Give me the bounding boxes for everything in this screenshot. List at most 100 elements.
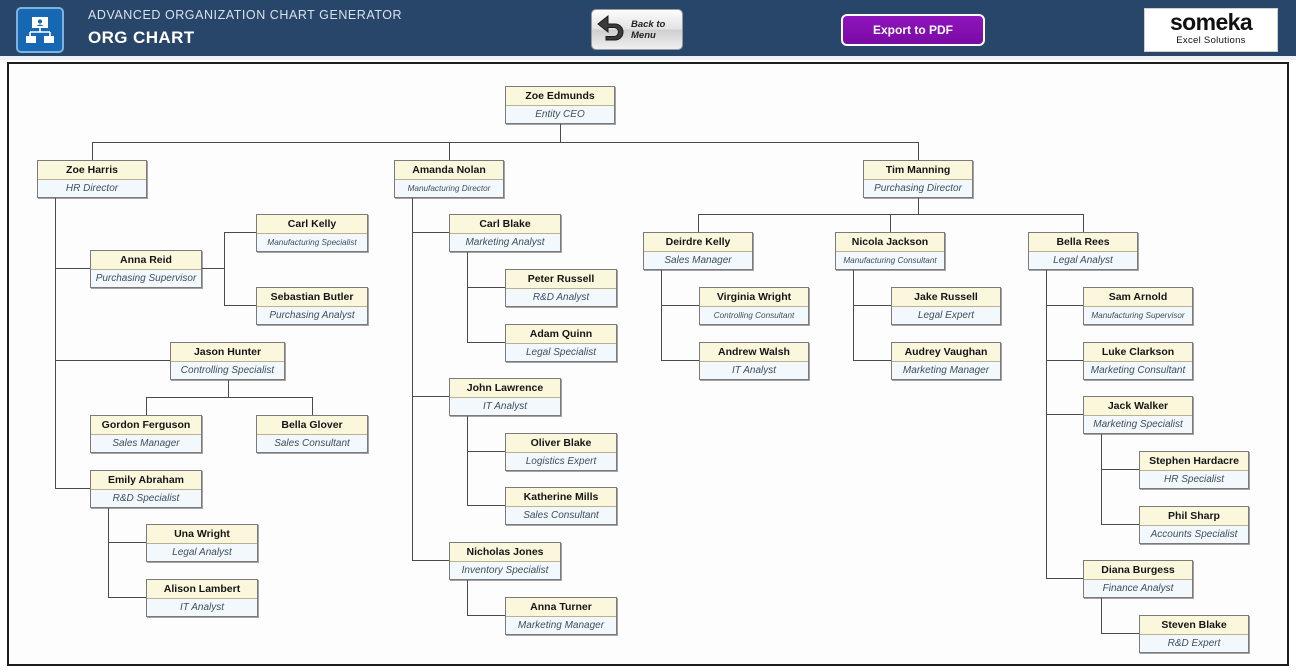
org-node-name: Adam Quinn	[506, 325, 616, 344]
connector-line	[853, 268, 854, 360]
org-node-title: Manufacturing Specialist	[257, 234, 367, 251]
connector-line	[698, 214, 699, 232]
org-node-title: Manufacturing Director	[395, 180, 503, 197]
connector-line	[412, 232, 449, 233]
connector-line	[467, 414, 468, 505]
connector-line	[1101, 432, 1102, 524]
org-node-title: R&D Analyst	[506, 289, 616, 306]
org-node-name: Jake Russell	[892, 288, 1000, 307]
org-node-name: Una Wright	[147, 525, 257, 544]
org-node-name: Virginia Wright	[700, 288, 808, 307]
connector-line	[1046, 414, 1083, 415]
org-node-title: Marketing Analyst	[450, 234, 560, 251]
org-node-title: Finance Analyst	[1084, 580, 1192, 597]
org-node-title: Accounts Specialist	[1140, 526, 1248, 543]
connector-line	[1101, 524, 1139, 525]
connector-line	[661, 268, 662, 360]
connector-line	[224, 305, 256, 306]
connector-line	[1046, 360, 1083, 361]
org-node-name: Zoe Harris	[38, 161, 146, 180]
connector-line	[661, 360, 699, 361]
org-node-title: Controlling Consultant	[700, 307, 808, 324]
org-node-title: HR Specialist	[1140, 471, 1248, 488]
org-node-name: Gordon Ferguson	[91, 416, 201, 435]
org-node-name: Steven Blake	[1140, 616, 1248, 635]
org-chart-icon	[16, 7, 64, 53]
connector-line	[661, 305, 699, 306]
connector-line	[1101, 469, 1139, 470]
back-to-menu-label: Back to Menu	[631, 19, 665, 41]
connector-line	[227, 378, 229, 397]
connector-line	[1046, 578, 1083, 579]
org-node-title: Marketing Specialist	[1084, 416, 1192, 433]
org-node-name: Jack Walker	[1084, 397, 1192, 416]
connector-line	[918, 196, 919, 214]
export-to-pdf-button[interactable]: Export to PDF	[841, 14, 985, 46]
connector-line	[55, 196, 56, 488]
connector-line	[1046, 305, 1083, 306]
org-node-name: Sam Arnold	[1084, 288, 1192, 307]
connector-line	[467, 578, 468, 615]
org-node-title: Sales Manager	[644, 252, 752, 269]
org-node-name: Amanda Nolan	[395, 161, 503, 180]
connector-line	[890, 214, 891, 232]
org-node-name: Audrey Vaughan	[892, 343, 1000, 362]
connector-line	[853, 360, 891, 361]
org-node-name: Tim Manning	[864, 161, 972, 180]
connector-line	[55, 488, 90, 489]
org-node-title: Legal Analyst	[1029, 252, 1137, 269]
org-node-title: Sales Consultant	[506, 507, 616, 524]
org-node-name: Deirdre Kelly	[644, 233, 752, 252]
back-to-menu-button[interactable]: Back to Menu	[591, 9, 683, 50]
back-label-line2: Menu	[631, 29, 656, 41]
org-node-title: Purchasing Supervisor	[91, 270, 201, 287]
logo-tagline: Excel Solutions	[1176, 35, 1246, 46]
org-node-name: Bella Rees	[1029, 233, 1137, 252]
page-title: ORG CHART	[88, 28, 195, 47]
org-node-name: John Lawrence	[450, 379, 560, 398]
org-node-title: Legal Specialist	[506, 344, 616, 361]
org-node-name: Oliver Blake	[506, 434, 616, 453]
connector-line	[312, 397, 313, 415]
connector-line	[92, 142, 93, 160]
connector-line	[55, 360, 170, 361]
connector-line	[467, 342, 505, 343]
